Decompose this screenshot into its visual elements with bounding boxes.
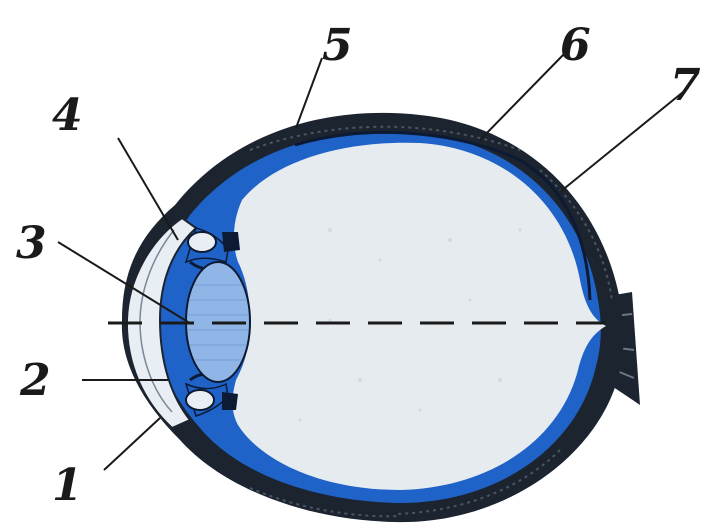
label-7: 7 [670,60,701,111]
label-6: 6 [560,20,591,71]
label-1: 1 [52,460,83,511]
label-4: 4 [52,90,83,141]
label-3: 3 [16,218,47,269]
label-2: 2 [19,355,51,406]
label-5: 5 [322,20,353,71]
